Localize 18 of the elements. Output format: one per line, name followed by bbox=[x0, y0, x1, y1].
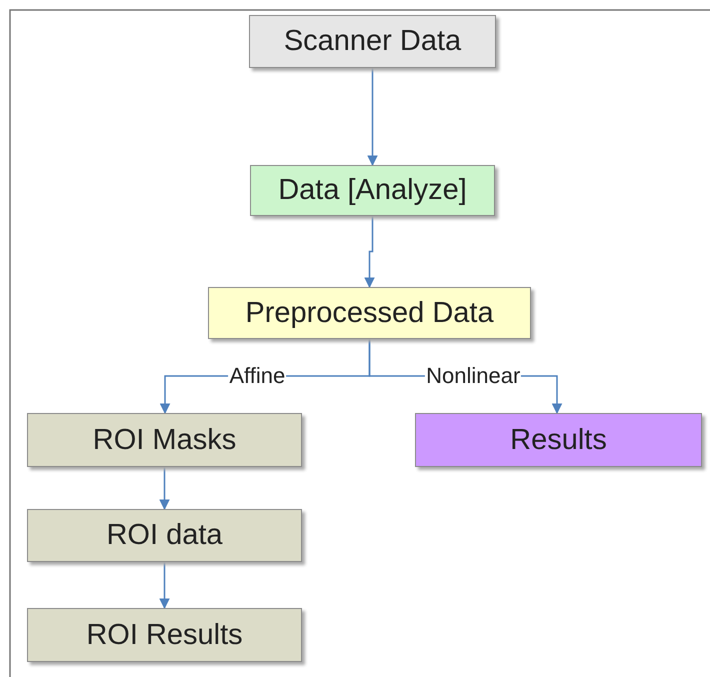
box-label: Preprocessed Data bbox=[245, 296, 494, 330]
box-label: ROI data bbox=[106, 519, 223, 552]
process-box bbox=[27, 608, 302, 662]
arrow bbox=[159, 467, 170, 510]
box-label: ROI Results bbox=[86, 618, 243, 652]
process-box bbox=[415, 413, 702, 467]
box-label: ROI Masks bbox=[92, 424, 236, 456]
process-box bbox=[249, 15, 496, 68]
process-box bbox=[250, 165, 495, 216]
box-label: Results bbox=[510, 424, 607, 456]
process-box bbox=[27, 413, 302, 467]
process-box bbox=[208, 287, 531, 339]
arrow bbox=[159, 562, 170, 610]
arrow bbox=[364, 216, 375, 288]
arrow bbox=[367, 68, 378, 166]
process-box bbox=[27, 509, 302, 562]
box-label: Data [Analyze] bbox=[278, 174, 467, 207]
box-label: Scanner Data bbox=[284, 25, 462, 58]
